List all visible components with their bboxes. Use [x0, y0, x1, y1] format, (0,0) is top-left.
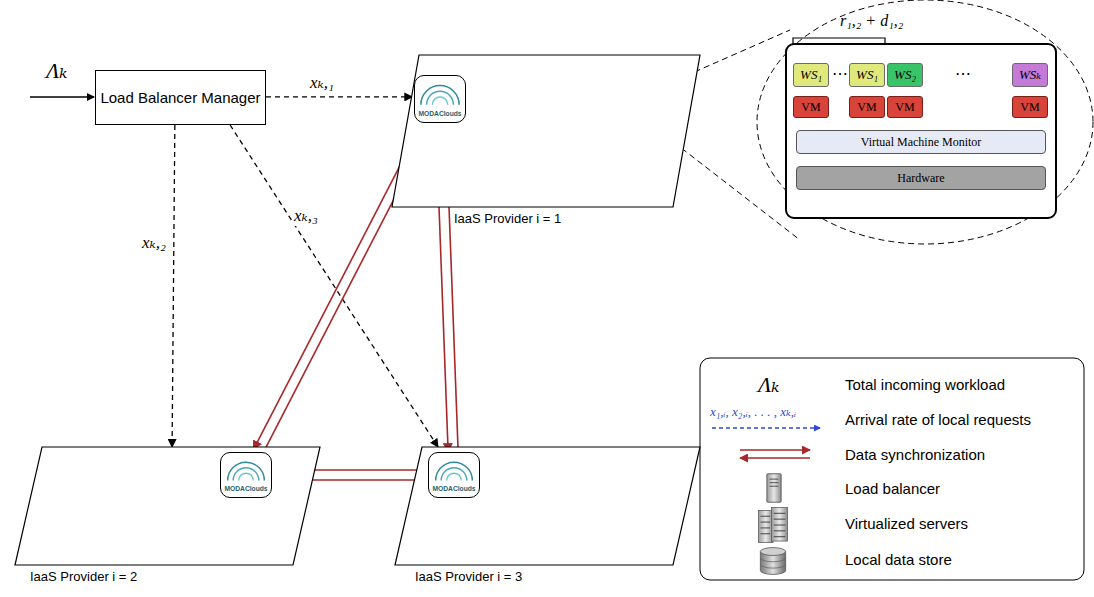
node-text: IaaS Provider i = 3	[415, 569, 522, 584]
web-service-box: WSₖ	[1012, 63, 1048, 87]
modaclouds-icon: MODAClouds	[428, 452, 480, 498]
legend-text: Arrival rate of local requests	[845, 411, 1031, 428]
parallelogram-outline	[15, 447, 320, 565]
request-connector	[266, 96, 412, 97]
web-service-box: WS₁	[849, 63, 885, 87]
node-text: IaaS Provider i = 1	[454, 211, 561, 226]
zoom-callout	[658, 0, 1093, 244]
web-service-box: WS₂	[887, 63, 923, 87]
node-text: VM	[857, 100, 876, 115]
ellipsis: ⋯	[955, 64, 971, 83]
hardware-band: Hardware	[796, 166, 1046, 190]
node-text: MODAClouds	[415, 110, 465, 117]
node-text: Hardware	[897, 171, 944, 186]
provider-region: IaaS Provider i = 1MODAClouds	[392, 55, 700, 207]
legend-text: Virtualized servers	[845, 515, 968, 532]
legend-text: Data synchronization	[845, 446, 985, 463]
edge-label: xₖ,₁	[308, 72, 336, 93]
modaclouds-icon: MODAClouds	[220, 452, 272, 498]
request-connector	[172, 125, 175, 447]
provider-region: IaaS Provider i = 2MODAClouds	[15, 447, 320, 565]
modaclouds-icon: MODAClouds	[414, 75, 466, 123]
edge-label: xₖ,₃	[292, 205, 320, 226]
node-text: Load Balancer Manager	[100, 89, 260, 106]
node-text: WSₖ	[1019, 67, 1041, 83]
legend-text: Total incoming workload	[845, 376, 1005, 393]
ellipsis: ⋯	[832, 64, 848, 83]
input-arrow	[30, 96, 94, 98]
legend-symbol: x₁,ᵢ, x₂,ᵢ, . . . , xₖ,ᵢ	[710, 404, 796, 420]
node-text: IaaS Provider i = 2	[30, 569, 137, 584]
node-text: MODAClouds	[221, 485, 271, 492]
vm-box: VM	[887, 96, 923, 118]
node-text: WS₁	[800, 67, 822, 83]
node-text: WS₂	[894, 67, 916, 83]
vm-box: VM	[793, 96, 829, 118]
workload-symbol: Λₖ	[46, 58, 67, 84]
node-text: VM	[895, 100, 914, 115]
manager-box: Load Balancer Manager	[95, 70, 266, 125]
legend-symbol: Λₖ	[758, 372, 779, 398]
legend-text: Load balancer	[845, 480, 940, 497]
legend-box	[700, 358, 1084, 580]
time-bracket-label: r₁,₂ + d₁,₂	[840, 12, 903, 30]
legend-text: Local data store	[845, 551, 952, 568]
web-service-box: WS₁	[793, 63, 829, 87]
vm-box: VM	[1012, 96, 1048, 118]
node-text: WS₁	[856, 67, 878, 83]
hypervisor-band: Virtual Machine Monitor	[796, 130, 1046, 154]
edge-label: xₖ,₂	[140, 232, 168, 253]
node-text: VM	[801, 100, 820, 115]
node-text: Virtual Machine Monitor	[861, 135, 982, 150]
provider-region: IaaS Provider i = 3MODAClouds	[395, 447, 700, 565]
node-text: VM	[1020, 100, 1039, 115]
node-text: MODAClouds	[429, 485, 479, 492]
vm-box: VM	[849, 96, 885, 118]
